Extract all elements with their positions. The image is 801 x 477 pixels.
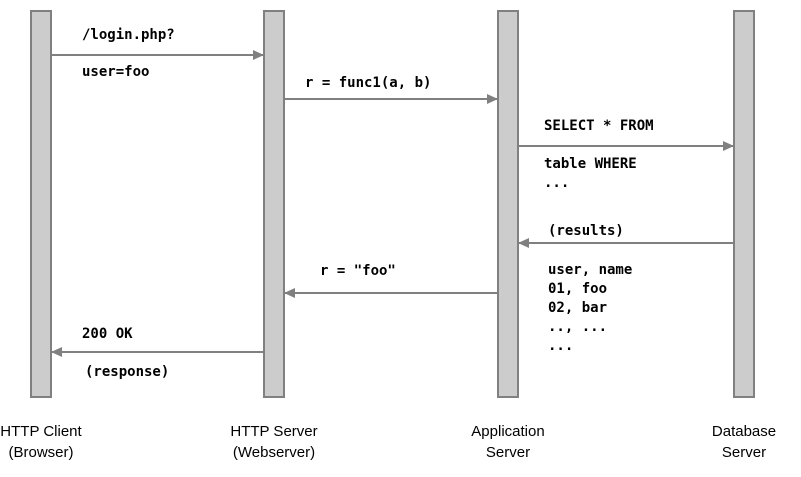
lifeline-http-server [263, 10, 285, 398]
message-label-sql-query-above: SELECT * FROM [544, 118, 654, 134]
participant-name-line1: HTTP Client [0, 423, 82, 440]
arrowhead-icon [51, 347, 62, 357]
participant-caption-database-server: Database Server [644, 421, 801, 463]
arrowhead-icon [284, 288, 295, 298]
message-label-login-request-below: user=foo [82, 64, 150, 80]
participant-name-line1: HTTP Server [230, 423, 318, 440]
participant-caption-application-server: Application Server [408, 421, 608, 463]
message-label-http-response-below: (response) [85, 364, 170, 380]
arrowhead-icon [487, 94, 498, 104]
participant-name-line1: Application [471, 423, 545, 440]
lifeline-database-server [733, 10, 755, 398]
message-label-sql-query-below: table WHERE ... [544, 156, 637, 191]
arrowhead-icon [723, 141, 734, 151]
participant-name-line1: Database [711, 423, 777, 440]
message-label-func1-return-above: r = "foo" [320, 263, 396, 279]
participant-caption-http-client: HTTP Client (Browser) [0, 421, 141, 463]
participant-name-line2: Server [721, 444, 767, 461]
message-label-query-results-below: user, name 01, foo 02, bar .., ... ... [548, 262, 633, 354]
message-label-func1-call-above: r = func1(a, b) [305, 75, 432, 91]
participant-name-line2: (Browser) [8, 444, 74, 461]
participant-name-line2: Server [485, 444, 531, 461]
message-arrow-http-response [51, 347, 263, 357]
message-label-http-response-above: 200 OK [82, 326, 133, 342]
message-arrow-login-request [52, 50, 264, 60]
message-arrow-sql-query [519, 141, 734, 151]
lifeline-http-client [30, 10, 52, 398]
participant-caption-http-server: HTTP Server (Webserver) [174, 421, 374, 463]
message-arrow-func1-call [285, 94, 498, 104]
message-label-login-request-above: /login.php? [82, 27, 175, 43]
arrowhead-icon [518, 238, 529, 248]
lifeline-application-server [497, 10, 519, 398]
message-arrow-func1-return [284, 288, 497, 298]
message-arrow-query-results [518, 238, 733, 248]
message-label-query-results-above: (results) [548, 223, 624, 239]
participant-name-line2: (Webserver) [232, 444, 316, 461]
arrowhead-icon [253, 50, 264, 60]
